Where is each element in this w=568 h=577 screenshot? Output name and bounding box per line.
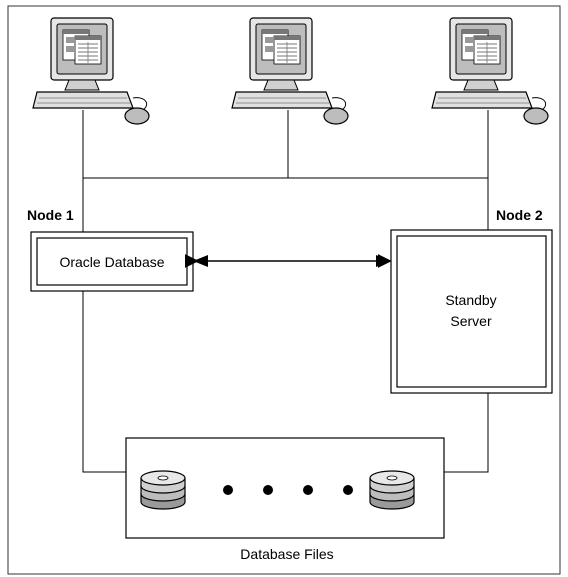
workstation-icon-3 [431, 17, 549, 125]
standby-server-box: Standby Server [390, 229, 553, 394]
figure-frame [7, 5, 561, 575]
ellipsis-dot-1 [223, 485, 233, 495]
disk-stack-icon-2 [369, 470, 415, 510]
network-lines [82, 110, 489, 232]
storage-lines [82, 291, 489, 473]
node-2-label: Node 2 [496, 207, 543, 223]
oracle-database-box: Oracle Database [30, 231, 194, 292]
standby-label-line2: Server [450, 313, 492, 329]
workstation-icon-1 [32, 17, 150, 125]
arrowhead-left-icon [193, 255, 208, 267]
disk-stack-icon-1 [140, 470, 186, 510]
ellipsis-dot-2 [263, 485, 273, 495]
standby-label-line1: Standby [445, 292, 496, 308]
ellipsis-dot-4 [343, 485, 353, 495]
database-files-box [125, 437, 445, 539]
database-files-label: Database Files [240, 546, 333, 562]
oracle-database-label: Oracle Database [59, 254, 164, 270]
workstation-icon-2 [231, 17, 349, 125]
arrowhead-right-icon [376, 255, 391, 267]
node-1-label: Node 1 [27, 207, 74, 223]
ellipsis-dot-3 [303, 485, 313, 495]
